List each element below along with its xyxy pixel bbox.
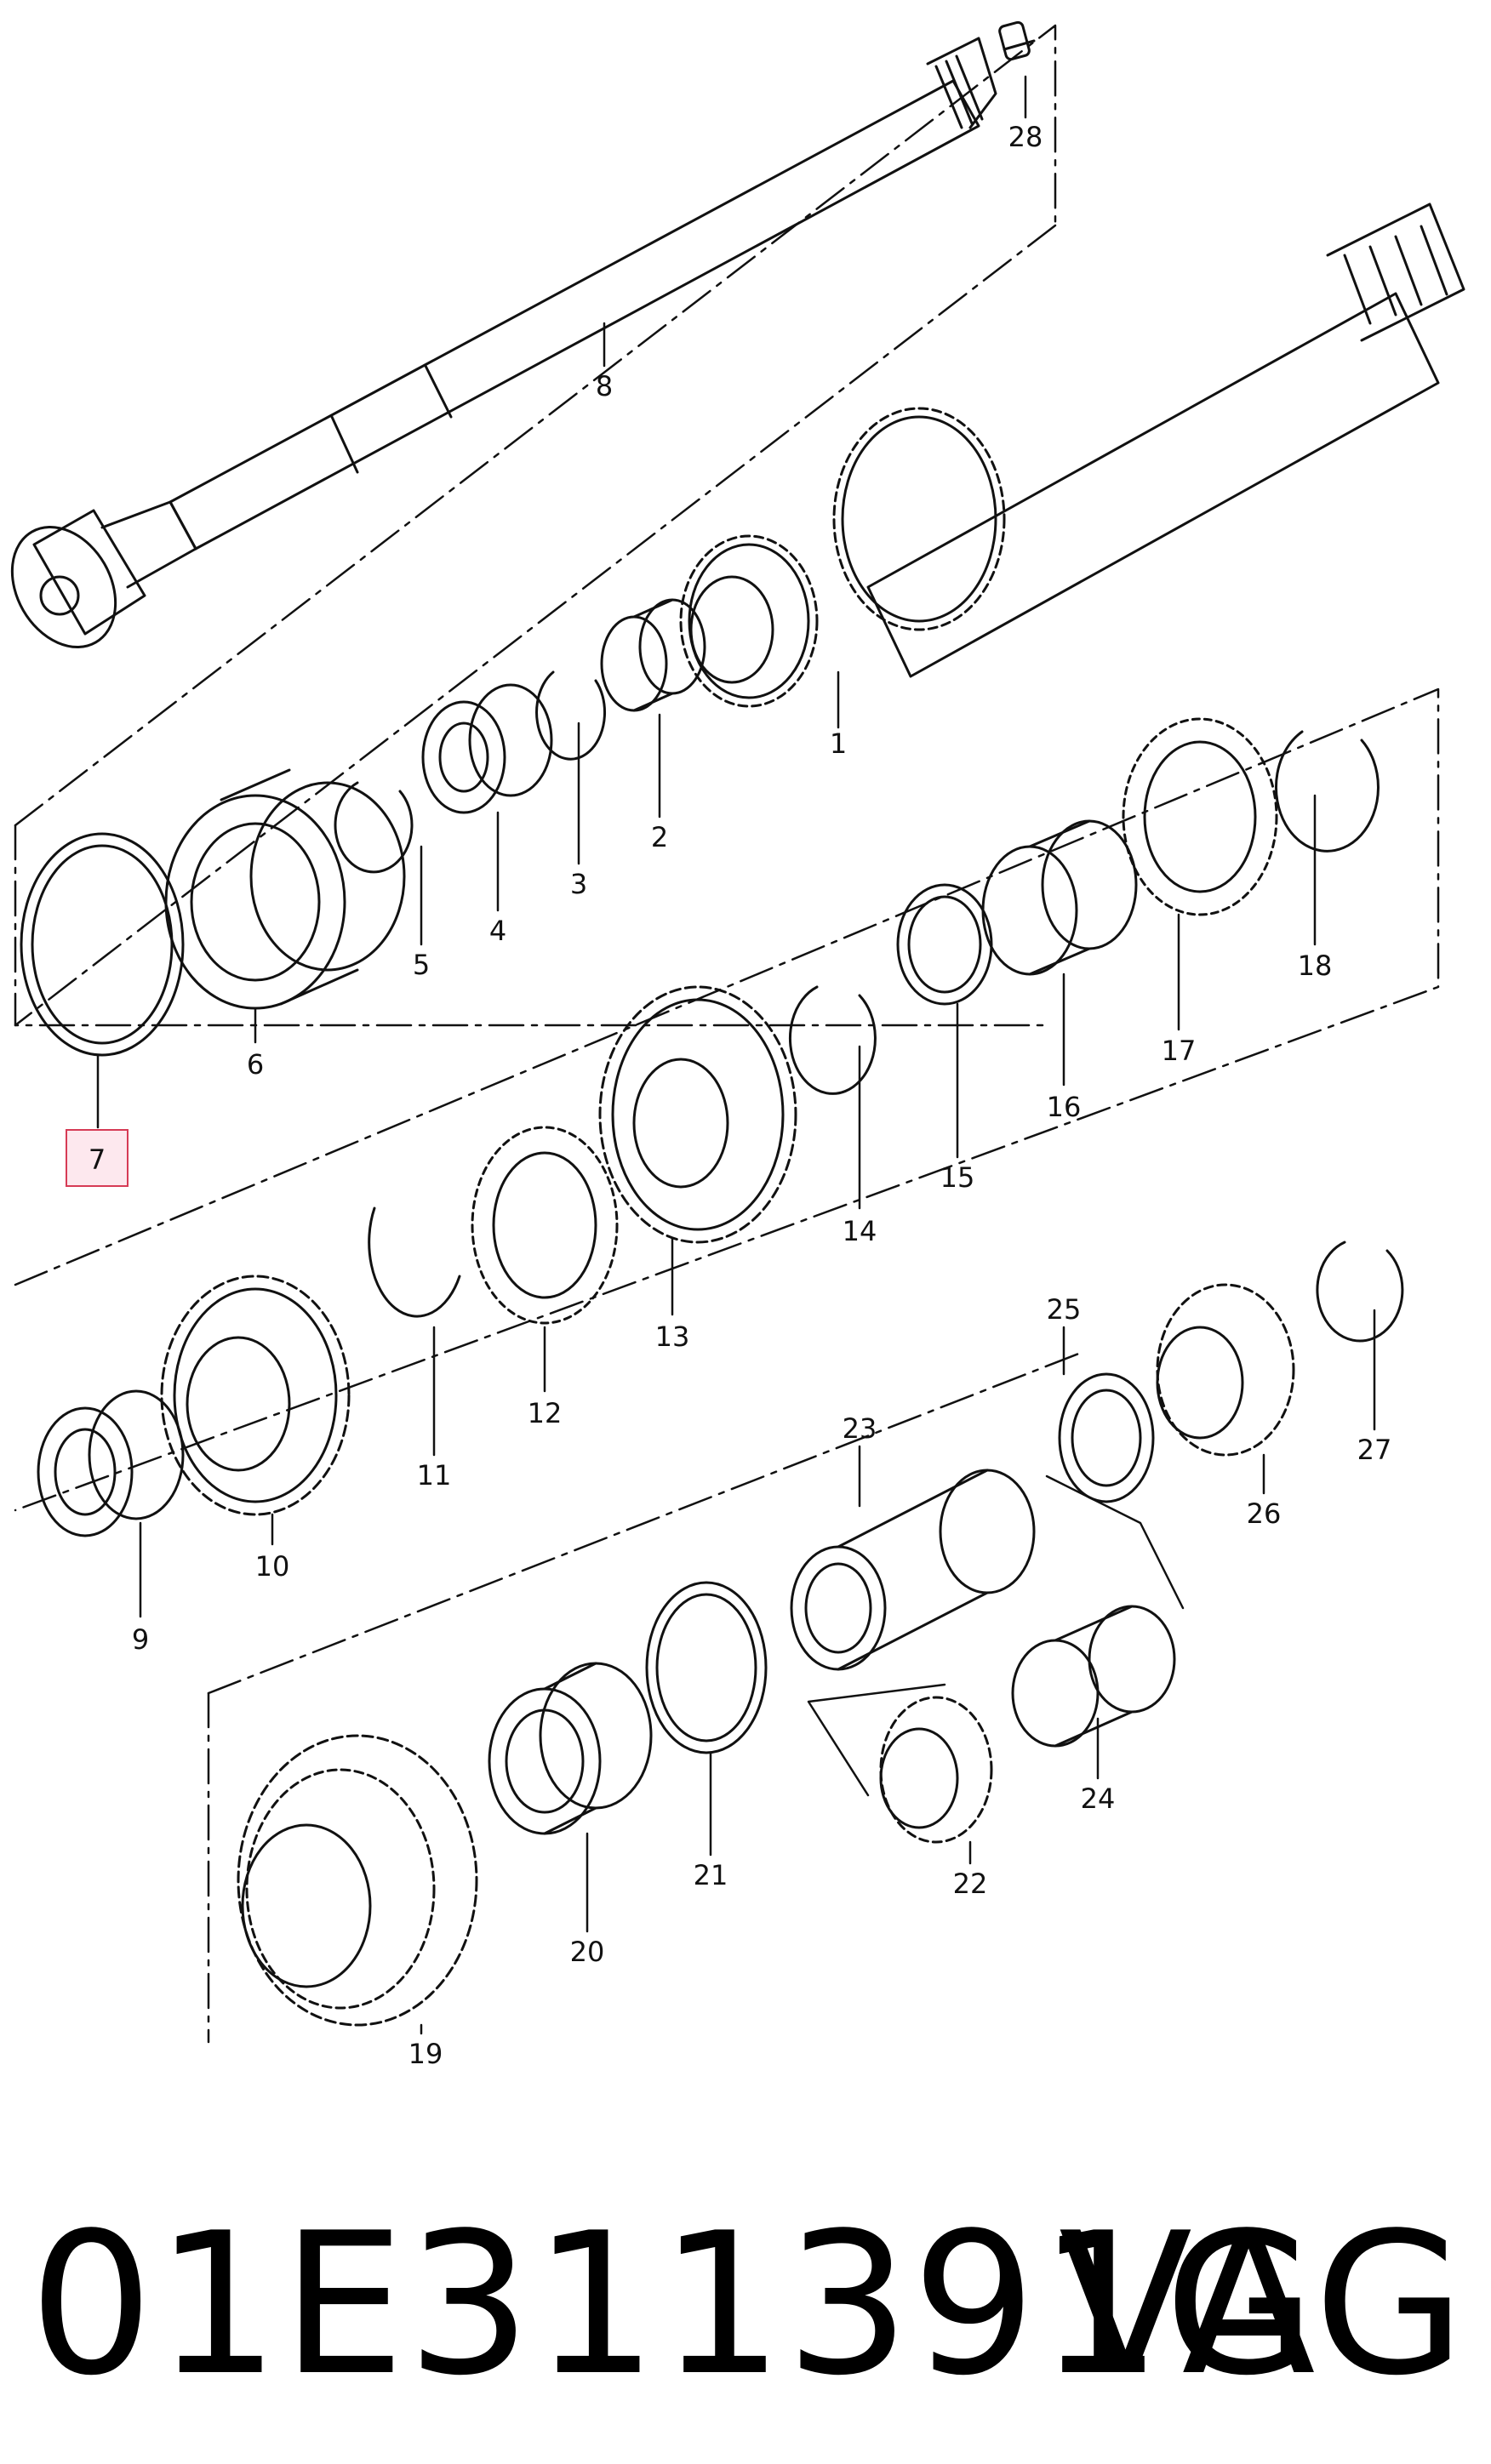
- part-21-washer: [645, 1581, 768, 1754]
- part-8-pinion-shaft: [10, 20, 1036, 649]
- callout-3: 3: [570, 868, 587, 900]
- part-26-gear: [1156, 1283, 1295, 1457]
- part-19-reverse-gear: [237, 1734, 478, 2027]
- callout-26: 26: [1247, 1497, 1282, 1530]
- part-12-synchro-ring: [471, 1126, 619, 1325]
- callout-25: 25: [1047, 1293, 1082, 1326]
- part-2-needle-bearing: [600, 598, 706, 712]
- part-25-washer: [1058, 1372, 1155, 1503]
- part-10-gear: [160, 1275, 351, 1516]
- callout-labels: 1 2 3 4 5 6 7 8 9 10 11 12 13 14 15 16 1…: [89, 121, 1392, 2070]
- callout-23: 23: [843, 1412, 877, 1445]
- part-9-needle-bearing: [37, 1389, 185, 1537]
- part-6-ball-bearing: [164, 768, 406, 1010]
- callout-8: 8: [596, 370, 613, 402]
- callout-27: 27: [1357, 1434, 1392, 1466]
- part-4-bearing: [421, 683, 553, 814]
- callout-2: 2: [651, 821, 668, 853]
- callout-28: 28: [1008, 121, 1043, 153]
- callout-18: 18: [1298, 950, 1333, 982]
- part-24-sleeve: [1011, 1605, 1176, 1748]
- callout-5: 5: [413, 949, 430, 981]
- exploded-gearbox-diagram: 1 2 3 4 5 6 7 8 9 10 11 12 13 14 15 16 1…: [10, 20, 1465, 2070]
- callout-12: 12: [528, 1397, 563, 1429]
- callout-10: 10: [255, 1550, 290, 1583]
- callout-17: 17: [1162, 1035, 1197, 1067]
- part-number-caption: 01E311391G VAG: [29, 2178, 1467, 2433]
- part-16-needle-bearing: [981, 819, 1138, 976]
- part-18-circlip: [1274, 730, 1380, 853]
- part-5-circlip: [334, 781, 414, 874]
- callout-7: 7: [89, 1144, 106, 1176]
- callout-6: 6: [247, 1048, 264, 1081]
- part-27-circlip: [1316, 1241, 1404, 1343]
- part-17-synchro-hub: [1122, 717, 1278, 916]
- callout-13: 13: [655, 1320, 690, 1353]
- part-11-circlip: [368, 1206, 461, 1318]
- callout-1: 1: [830, 727, 847, 760]
- part-1-input-shaft: [679, 202, 1465, 708]
- part-22-small-gear: [879, 1696, 993, 1844]
- highlight-box-part-7: [66, 1129, 129, 1187]
- callout-4: 4: [489, 915, 506, 947]
- callout-19: 19: [408, 2038, 443, 2070]
- callout-16: 16: [1047, 1091, 1082, 1123]
- part-20-bushing: [488, 1662, 653, 1835]
- part-15-thrust-washer: [896, 883, 993, 1006]
- part-7-retaining-ring: [20, 832, 185, 1057]
- callout-22: 22: [953, 1868, 988, 1900]
- part-13-gear: [598, 985, 797, 1244]
- callout-20: 20: [570, 1936, 605, 1968]
- callout-11: 11: [417, 1459, 452, 1492]
- callout-9: 9: [132, 1623, 149, 1656]
- brand-name: VAG: [1058, 2192, 1467, 2419]
- callout-14: 14: [843, 1215, 877, 1247]
- callout-24: 24: [1081, 1782, 1116, 1815]
- leader-lines: [96, 75, 1376, 2035]
- part-23-sleeve: [790, 1469, 1036, 1671]
- callout-21: 21: [694, 1859, 728, 1891]
- callout-15: 15: [940, 1161, 975, 1194]
- assembly-frame-lines: [14, 24, 1440, 2044]
- part-number: 01E311391G: [29, 2192, 1318, 2419]
- part-14-circlip: [788, 985, 877, 1095]
